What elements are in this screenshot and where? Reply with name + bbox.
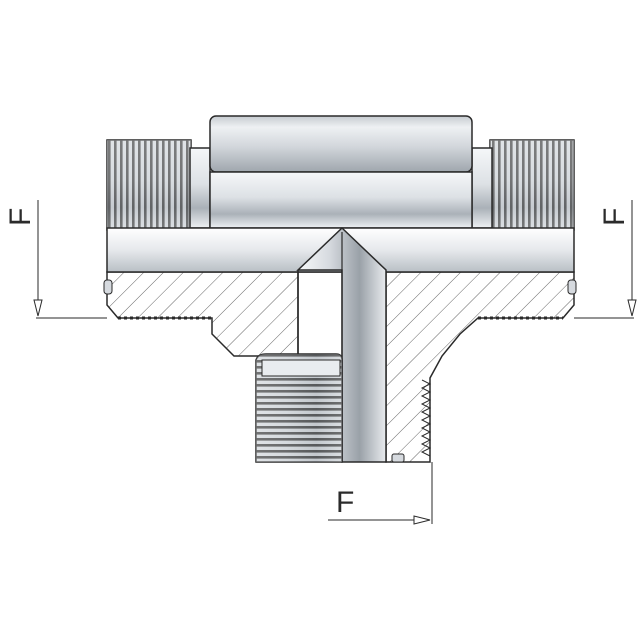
left-force-label: F (4, 208, 37, 226)
right-neck (471, 147, 493, 229)
left-dimension (33, 200, 107, 319)
left-thread-end (106, 139, 192, 231)
bottom-dimension (328, 462, 433, 525)
right-thread-end (489, 139, 575, 231)
bottom-thread-end (255, 353, 343, 463)
section-body (103, 269, 577, 463)
right-force-label: F (598, 208, 631, 226)
right-dimension (574, 200, 637, 319)
left-neck (189, 147, 211, 229)
hex-body (209, 115, 473, 229)
bottom-force-label: F (336, 486, 354, 519)
